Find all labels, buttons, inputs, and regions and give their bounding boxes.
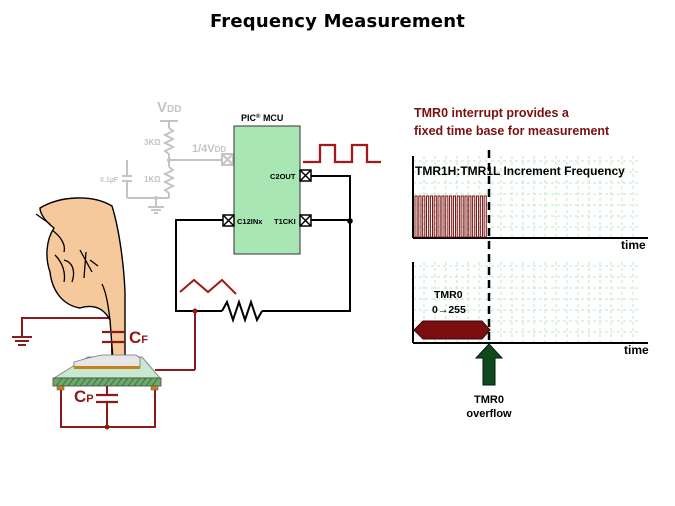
pulse [452, 195, 457, 238]
oscillator-wiring [175, 175, 351, 324]
pulse [418, 195, 422, 238]
overflow-arrow-icon [474, 343, 504, 386]
pic-mcu: PIC® MCU C2OUT C12INx T1CKI [222, 113, 312, 255]
pulse [472, 195, 476, 238]
resistor [221, 298, 263, 324]
cap-label: 0.1µF [100, 177, 119, 184]
top-plot-axes [412, 156, 648, 239]
pin-t1cki [299, 214, 312, 227]
quarter-vdd-label: 1/4VDD [192, 143, 226, 155]
pulse [460, 195, 464, 238]
ground-icon-left [12, 336, 32, 346]
tmr0-range-label: 0→255 [432, 304, 466, 316]
junction [347, 218, 353, 224]
pin-t1cki-label: T1CKI [274, 217, 296, 226]
timing-heading-line1: TMR0 interrupt provides a [414, 106, 570, 120]
r-bottom-label: 1KΩ [144, 175, 161, 184]
slide-title: Frequency Measurement [209, 11, 466, 32]
square-wave-icon [303, 143, 381, 164]
touch-sensor-pad [52, 354, 162, 391]
pulse [433, 195, 437, 238]
r-top-label: 3KΩ [144, 138, 161, 147]
triangle-wave-icon [179, 278, 237, 295]
resistor-1k [162, 166, 176, 194]
cp-label: CP [74, 387, 94, 406]
pin-c2out [299, 169, 312, 182]
pulse [422, 195, 426, 238]
mcu-body [233, 125, 301, 255]
pulse [426, 195, 430, 238]
pulse [445, 195, 449, 238]
pulse [468, 195, 472, 238]
tmr0-label: TMR0 [434, 289, 463, 301]
pin-c12inx-label: C12INx [237, 217, 263, 226]
cp-capacitor [96, 393, 118, 404]
cf-label: CF [129, 328, 148, 347]
finger-illustration [35, 197, 126, 367]
pulse [479, 195, 483, 238]
pin-c2out-label: C2OUT [270, 172, 296, 181]
timing-heading-line2: fixed time base for measurement [414, 124, 610, 138]
tmr0-count-bar [413, 320, 491, 340]
top-plot-grid [413, 156, 640, 238]
cf-capacitor [102, 330, 124, 344]
pulse [449, 195, 453, 238]
pulse [464, 195, 468, 238]
pulse [475, 195, 480, 238]
pulse-train [414, 195, 487, 238]
vdd-label: VDD [157, 99, 181, 116]
pulse [429, 195, 433, 238]
top-plot-title: TMR1H:TMR1L Increment Frequency [415, 164, 625, 178]
pulse [483, 195, 487, 238]
overflow-label-line1: TMR0 [474, 394, 504, 406]
pulse [437, 195, 441, 238]
pin-c12inx [222, 214, 235, 227]
pulse [414, 195, 418, 238]
resistor-3k [162, 127, 176, 155]
reference-divider: VDD 3KΩ 1KΩ 0.1µF 1/4VDD [100, 99, 234, 214]
overflow-label-line2: overflow [466, 408, 512, 420]
bottom-plot-axes [412, 262, 648, 344]
pulse [441, 195, 445, 238]
mcu-label: PIC® MCU [241, 113, 283, 123]
top-time-label: time [621, 238, 646, 252]
pulse [456, 195, 460, 238]
bottom-time-label: time [624, 343, 649, 357]
